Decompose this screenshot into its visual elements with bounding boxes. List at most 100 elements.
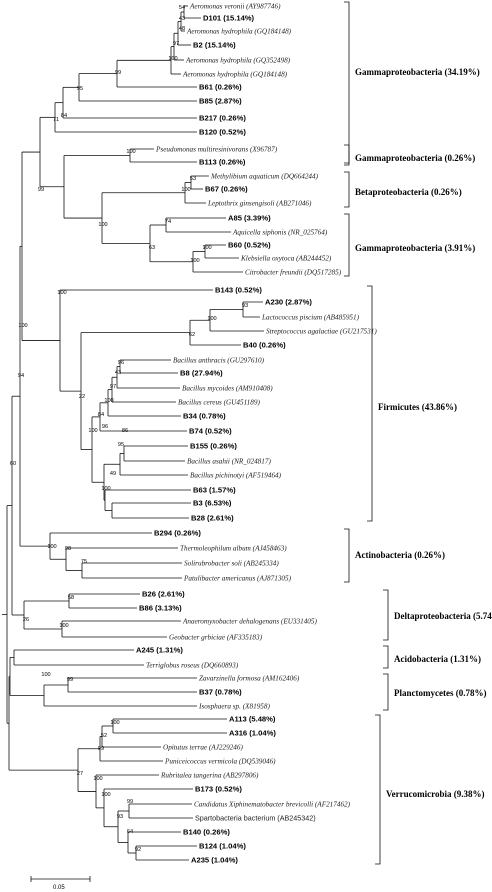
tip-label: Aeromonas hydrophila (GQ184148) bbox=[186, 28, 292, 36]
group-brackets: Gammaproteobacteria (34.19%) Gammaproteob… bbox=[344, 1, 492, 865]
group-bracket bbox=[383, 673, 389, 711]
tip-label: B217 (0.26%) bbox=[199, 114, 246, 123]
bootstrap-value: 53 bbox=[190, 176, 196, 182]
tip-label: A85 (3.39%) bbox=[228, 214, 271, 223]
bootstrap-value: 27 bbox=[77, 771, 83, 777]
bootstrap-value: 100 bbox=[126, 149, 135, 155]
bootstrap-value: 100 bbox=[59, 623, 68, 629]
tip-label: Candidatus Xiphinematobacter brevicolli … bbox=[194, 801, 351, 809]
tip-label: B143 (0.52%) bbox=[215, 286, 262, 295]
tip-label: B74 (0.52%) bbox=[189, 427, 232, 436]
bootstrap-value: 98 bbox=[65, 546, 71, 552]
bootstrap-value: 99 bbox=[67, 677, 73, 683]
bootstrap-value: 43 bbox=[179, 16, 185, 22]
scale-bar: 0.05 bbox=[30, 876, 91, 891]
bootstrap-value: 93 bbox=[117, 814, 123, 820]
group-bracket bbox=[344, 528, 350, 583]
tip-label: B173 (0.52%) bbox=[195, 785, 242, 794]
tip-label: B26 (2.61%) bbox=[142, 590, 185, 599]
bootstrap-value: 49 bbox=[110, 471, 116, 477]
bootstrap-value: 97 bbox=[173, 41, 179, 47]
tip-label: B85 (2.87%) bbox=[199, 97, 242, 106]
bootstrap-value: 100 bbox=[104, 398, 113, 404]
tip-label: B63 (1.57%) bbox=[193, 486, 236, 495]
group-bracket bbox=[375, 714, 381, 865]
tree-branches bbox=[2, 5, 264, 861]
bootstrap-value: 94 bbox=[18, 373, 24, 379]
tip-label: Zavarzinella formosa (AM162406) bbox=[199, 675, 300, 683]
tip-label: Citrobacter freundii (DQ517285) bbox=[245, 269, 342, 277]
tip-label: B40 (0.26%) bbox=[243, 341, 286, 350]
bootstrap-value: 99 bbox=[38, 187, 44, 193]
bootstrap-value: 100 bbox=[47, 544, 56, 550]
bootstrap-value: 75 bbox=[81, 559, 87, 565]
bootstrap-value: 99 bbox=[98, 746, 104, 752]
tip-label: Bacillus mycoides (AM910408) bbox=[182, 385, 273, 393]
tip-label: Thermoleophilum album (AJ458463) bbox=[180, 545, 287, 553]
tip-label: Aeromonas veronii (AY987746) bbox=[189, 3, 281, 11]
bootstrap-value: 100 bbox=[168, 56, 177, 62]
group-label: Actinobacteria (0.26%) bbox=[355, 550, 445, 560]
bootstrap-value: 86 bbox=[122, 428, 128, 434]
bootstrap-value: 100 bbox=[101, 486, 110, 492]
tip-label: B2 (15.14%) bbox=[193, 41, 236, 50]
tip-label: Patulibacter americanus (AJ871305) bbox=[183, 575, 292, 583]
tip-label: B155 (0.26%) bbox=[190, 442, 237, 451]
tip-label: Streptococcus agalactiae (GU217531) bbox=[266, 328, 377, 336]
tip-label: B120 (0.52%) bbox=[199, 128, 246, 137]
group-label: Planctomycetes (0.78%) bbox=[394, 688, 486, 698]
bootstrap-value: 92 bbox=[135, 847, 141, 853]
group-bracket bbox=[344, 213, 350, 277]
bootstrap-value: 74 bbox=[165, 219, 171, 225]
group-label: Verrucomicrobia (9.38%) bbox=[386, 789, 484, 799]
tip-label: A245 (1.31%) bbox=[136, 646, 183, 655]
bootstrap-value: 100 bbox=[207, 316, 216, 322]
tip-label: A113 (5.48%) bbox=[229, 715, 276, 724]
tip-label: Methylibium aquaticum (DQ664244) bbox=[210, 173, 319, 181]
bootstrap-value: 97 bbox=[110, 384, 116, 390]
bootstrap-value: 100 bbox=[18, 323, 27, 329]
group-label: Betaproteobacteria (0.26%) bbox=[355, 187, 462, 197]
bootstrap-value: 95 bbox=[118, 442, 124, 448]
bootstrap-value: 100 bbox=[57, 290, 66, 296]
tip-label: Aeromonas hydrophila (GQ184148) bbox=[182, 71, 288, 79]
group-bracket bbox=[383, 589, 389, 641]
tip-label: Aquicella siphonis (NR_025764) bbox=[232, 229, 328, 237]
bootstrap-value: 100 bbox=[41, 672, 50, 678]
tip-label: B8 (27.94%) bbox=[180, 369, 223, 378]
bootstrap-value: 52 bbox=[101, 733, 107, 739]
bootstrap-value: 93 bbox=[242, 303, 248, 309]
bootstrap-value: 100 bbox=[110, 720, 119, 726]
tip-label: A230 (2.87%) bbox=[265, 298, 312, 307]
group-bracket bbox=[344, 144, 350, 166]
tip-label: B37 (0.78%) bbox=[199, 688, 242, 697]
tip-label: Klebsiella oxytoca (AB244452) bbox=[240, 255, 332, 263]
bootstrap-value: 84 bbox=[98, 412, 104, 418]
bootstrap-value: 99 bbox=[127, 799, 133, 805]
tip-label: B67 (0.26%) bbox=[205, 185, 248, 194]
bootstrap-value: 58 bbox=[68, 595, 74, 601]
scale-bar-label: 0.05 bbox=[53, 885, 65, 891]
group-label: Acidobacteria (1.31%) bbox=[394, 654, 481, 664]
group-label: Gammaproteobacteria (0.26%) bbox=[355, 153, 475, 163]
bootstrap-value: 48 bbox=[179, 26, 185, 32]
bootstrap-value: 84 bbox=[61, 113, 67, 119]
bootstrap-value: 100 bbox=[88, 428, 97, 434]
bootstrap-value: 54 bbox=[179, 5, 185, 11]
group-label: Deltaproteobacteria (5.74%) bbox=[394, 611, 492, 621]
group-bracket bbox=[383, 645, 389, 669]
tip-label: B28 (2.61%) bbox=[191, 514, 234, 523]
tip-label: Solirubrobacter soli (AB245334) bbox=[184, 560, 279, 568]
tip-label: B86 (3.13%) bbox=[139, 604, 182, 613]
bootstrap-value: 95 bbox=[77, 86, 83, 92]
bootstrap-labels: 5443489710099958471100531001001007463100… bbox=[10, 5, 248, 853]
tip-label: Spartobacteria bacterium (AB245342) bbox=[195, 814, 316, 823]
group-bracket bbox=[367, 285, 373, 522]
tip-label: Anaeromyxobacter dehalogenans (EU331405) bbox=[182, 618, 317, 626]
bootstrap-value: 96 bbox=[118, 360, 124, 366]
tip-label: B124 (1.04%) bbox=[199, 842, 246, 851]
group-label: Gammaproteobacteria (34.19%) bbox=[355, 67, 480, 77]
bootstrap-value: 71 bbox=[53, 117, 59, 123]
tip-label: B60 (0.52%) bbox=[228, 241, 271, 250]
